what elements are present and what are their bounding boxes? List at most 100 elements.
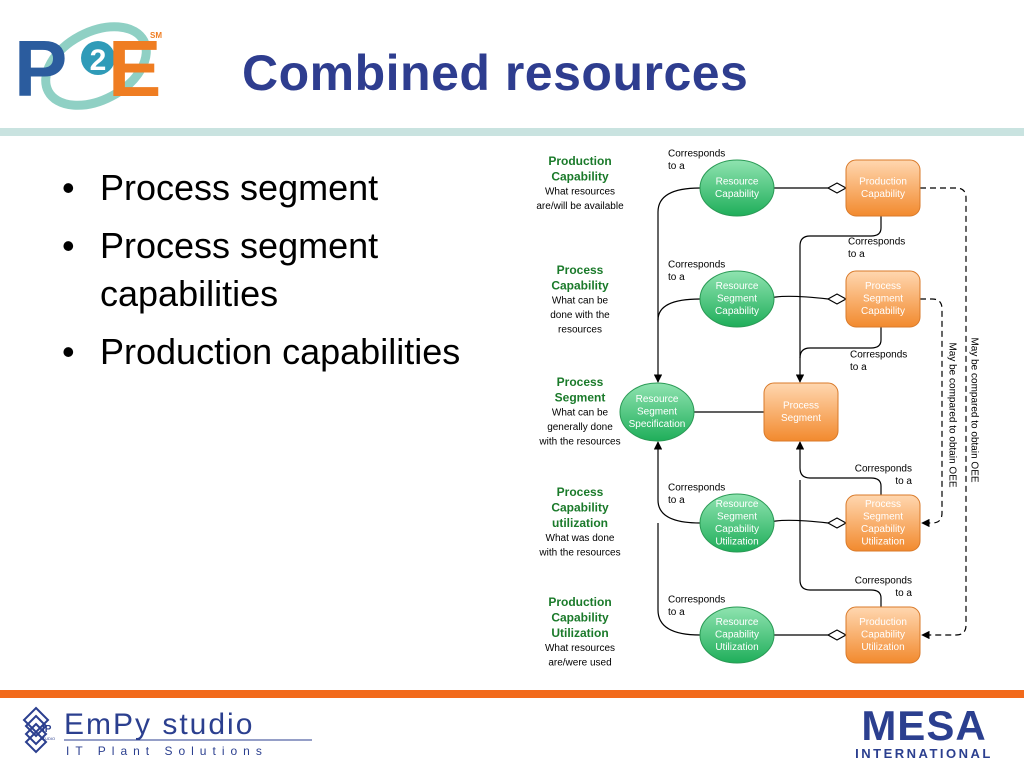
resource-node-shape — [699, 270, 775, 328]
segment-node-label: Process — [865, 499, 901, 510]
resource-node-label: Capability — [715, 189, 759, 200]
segment-node-label: Production — [859, 176, 907, 187]
segment-node-label: Capability — [861, 306, 905, 317]
row-title: Segment — [555, 391, 606, 405]
mesa-sub: INTERNATIONAL — [855, 746, 993, 761]
corresponds-text: Corresponds — [855, 464, 912, 475]
corresponds-text: Corresponds — [855, 576, 912, 587]
resource-node-label: Capability — [715, 524, 759, 535]
row-title: Process — [557, 263, 604, 277]
corresponds-text: Corresponds — [668, 260, 725, 271]
resource-node-shape — [619, 382, 695, 442]
row-description: resources — [558, 325, 602, 336]
mesa-international-logo: MESA INTERNATIONAL — [855, 704, 993, 761]
header-divider — [0, 128, 1024, 136]
segment-node-label: Capability — [861, 524, 905, 535]
row-description: What resources — [545, 643, 615, 654]
resource-node-label: Resource — [636, 394, 679, 405]
resource-node-label: Segment — [717, 294, 757, 305]
segment-node-shape — [845, 270, 921, 328]
corresponds-text: Corresponds — [850, 350, 907, 361]
row-description: What can be — [552, 408, 609, 419]
row-title: Capability — [551, 279, 609, 293]
segment-node-shape — [763, 382, 839, 442]
row-title: utilization — [552, 516, 608, 530]
resource-node-shape — [699, 606, 775, 664]
resource-node-shape — [699, 159, 775, 217]
corresponds-text: to a — [668, 161, 685, 172]
p2e-logo-sm: SM — [150, 31, 162, 40]
row-title: Process — [557, 375, 604, 389]
row-description: done with the — [550, 310, 610, 321]
row-title: Production — [548, 154, 611, 168]
row-description: What was done — [546, 533, 615, 544]
p2e-logo: P 2 E SM — [14, 22, 162, 113]
corresponds-text: to a — [895, 476, 912, 487]
segment-node-label: Segment — [863, 511, 903, 522]
segment-nodes: ProductionCapabilityProcessSegmentCapabi… — [763, 159, 921, 664]
bullet-item: Process segment — [58, 164, 530, 212]
resource-node-label: Segment — [637, 407, 677, 418]
row-description: What can be — [552, 296, 609, 307]
segment-node-label: Production — [859, 617, 907, 628]
corresponds-text: Corresponds — [668, 595, 725, 606]
corresponds-text: Corresponds — [668, 149, 725, 160]
segment-node-label: Utilization — [861, 536, 904, 547]
segment-node-label: Process — [865, 281, 901, 292]
row-description: are/will be available — [536, 201, 624, 212]
row-description: are/were used — [548, 658, 611, 669]
segment-node-label: Segment — [863, 294, 903, 305]
row-title: Production — [548, 595, 611, 609]
resource-node-label: Resource — [716, 281, 759, 292]
segment-node-shape — [845, 606, 921, 664]
corresponds-text: to a — [848, 249, 865, 260]
corresponds-text: Corresponds — [668, 483, 725, 494]
resource-node-shape — [699, 493, 775, 553]
row-description: with the resources — [538, 548, 620, 559]
empy-tagline: IT Plant Solutions — [66, 744, 268, 758]
empy-badge-icon — [22, 706, 50, 754]
corresponds-text: Corresponds — [848, 237, 905, 248]
corresponds-text: to a — [668, 607, 685, 618]
segment-node-label: Utilization — [861, 642, 904, 653]
oee-dashed-links — [920, 187, 967, 640]
footer-divider — [0, 690, 1024, 698]
segment-node-shape — [845, 159, 921, 217]
resource-node-label: Segment — [717, 511, 757, 522]
corresponds-text: to a — [850, 362, 867, 373]
row-description: generally done — [547, 422, 613, 433]
corresponds-text: to a — [668, 272, 685, 283]
oee-label: May be compared to obtain OEE — [968, 337, 979, 482]
p2e-logo-p: P — [14, 24, 67, 113]
row-title: Capability — [551, 501, 609, 515]
row-title: Capability — [551, 611, 609, 625]
segment-node-label: Segment — [781, 413, 821, 424]
aggregation-diamonds — [826, 182, 848, 641]
empy-studio-logo: IP STUDIO EmPy studio IT Plant Solutions — [22, 706, 312, 758]
row-description: What resources — [545, 187, 615, 198]
row-description: with the resources — [538, 437, 620, 448]
segment-node-label: Capability — [861, 189, 905, 200]
resource-node-label: Utilization — [715, 642, 758, 653]
row-title: Capability — [551, 170, 609, 184]
bullet-list: Process segment Process segment capabili… — [58, 164, 530, 386]
p2e-logo-2: 2 — [90, 44, 107, 77]
